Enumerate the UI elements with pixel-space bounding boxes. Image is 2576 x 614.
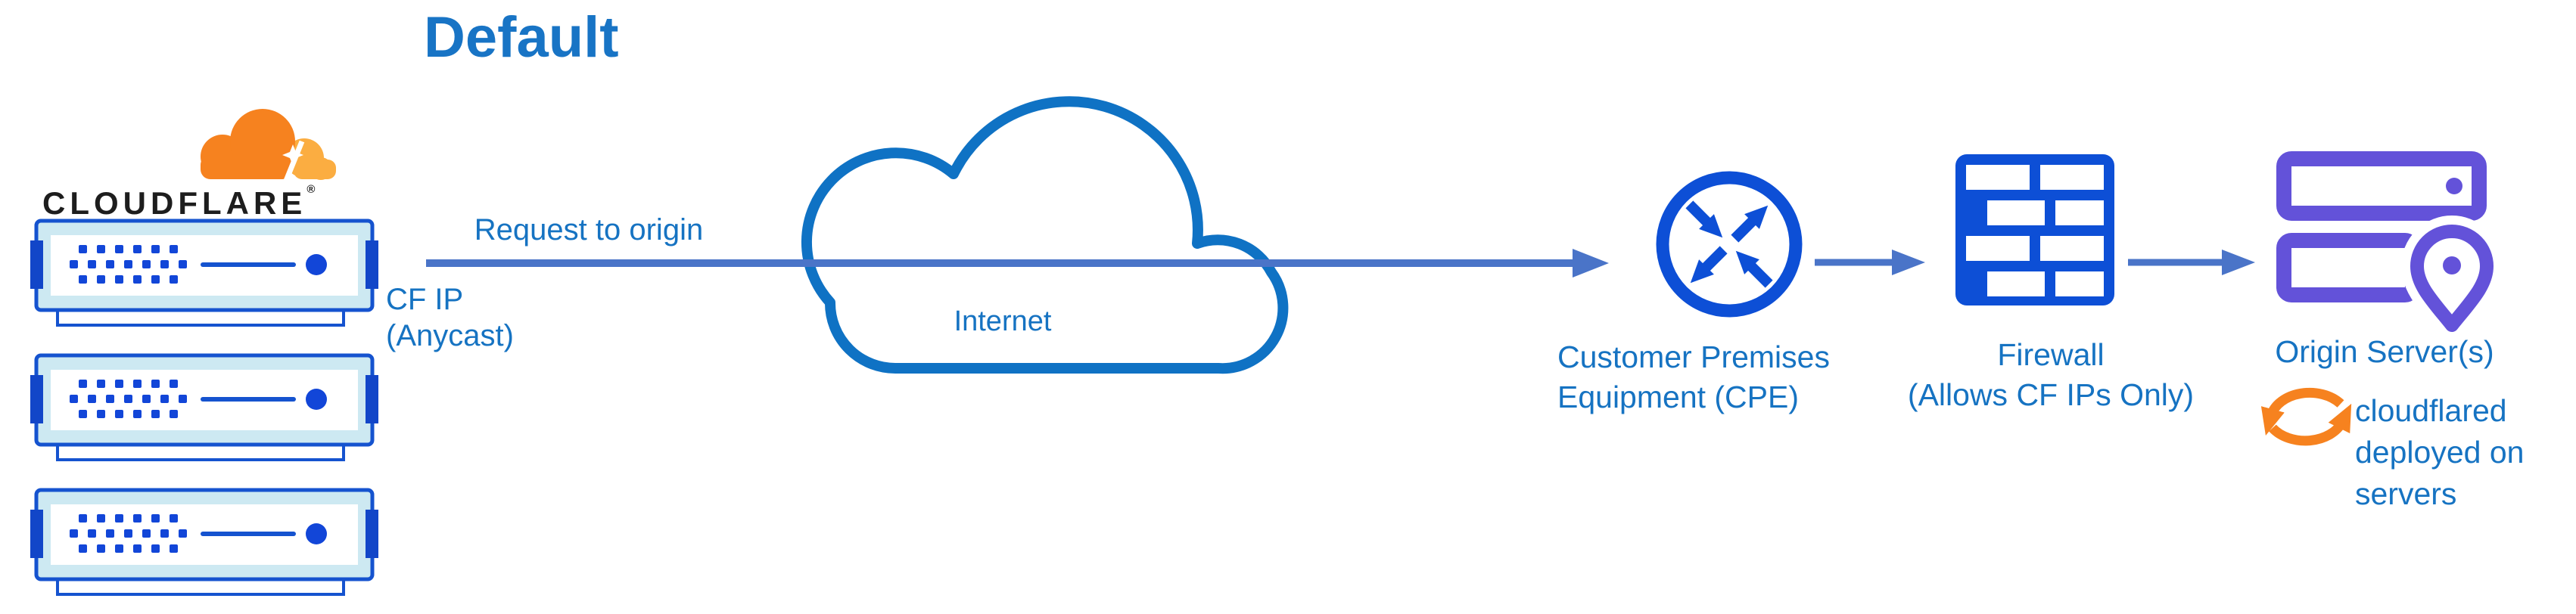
request-flow-arrow-icon [426, 249, 1609, 278]
router-icon [1656, 171, 1803, 318]
edge-server-icon [30, 490, 378, 594]
firewall-label-line2: (Allows CF IPs Only) [1907, 377, 2195, 412]
edge-server-icon [30, 355, 378, 460]
cloudflared-note-line1: cloudflared [2355, 393, 2507, 428]
flare-star-icon [282, 144, 303, 166]
firewall-brick-icon [1955, 154, 2114, 305]
cloudflared-note-line2: deployed on [2355, 435, 2525, 470]
cpe-label-line1: Customer Premises [1557, 340, 1830, 374]
flow-arrow-icon [1815, 250, 1925, 275]
cloudflare-brand-text: CLOUDFLARE [42, 185, 307, 221]
cloudflared-note: cloudflared deployed on servers [2355, 390, 2524, 515]
cloudflare-wordmark: CLOUDFLARE® [42, 183, 375, 222]
internet-cloud-icon [801, 96, 1289, 374]
internet-label: Internet [954, 305, 1052, 337]
cf-ip-line2: (Anycast) [386, 319, 514, 352]
firewall-label-line1: Firewall [1997, 337, 2105, 372]
cloudflared-note-line3: servers [2355, 476, 2457, 511]
flow-arrow-icon [2128, 250, 2255, 275]
sync-arrows-icon [2260, 387, 2352, 446]
location-pin-icon [2401, 216, 2503, 341]
edge-server-icon [30, 221, 378, 325]
firewall-label: Firewall (Allows CF IPs Only) [1869, 335, 2232, 415]
cpe-label-line2: Equipment (CPE) [1557, 380, 1800, 414]
cpe-label: Customer Premises Equipment (CPE) [1557, 337, 1830, 417]
origin-servers-icon [2276, 151, 2503, 341]
registered-mark: ® [306, 183, 316, 196]
diagram-title: Default [424, 5, 619, 70]
cf-ip-line1: CF IP [386, 283, 464, 316]
cf-ip-anycast-label: CF IP (Anycast) [386, 281, 514, 354]
request-to-origin-label: Request to origin [474, 213, 704, 247]
cloudflare-logo-cloud-icon [201, 109, 336, 182]
origin-servers-label: Origin Server(s) [2275, 334, 2494, 369]
